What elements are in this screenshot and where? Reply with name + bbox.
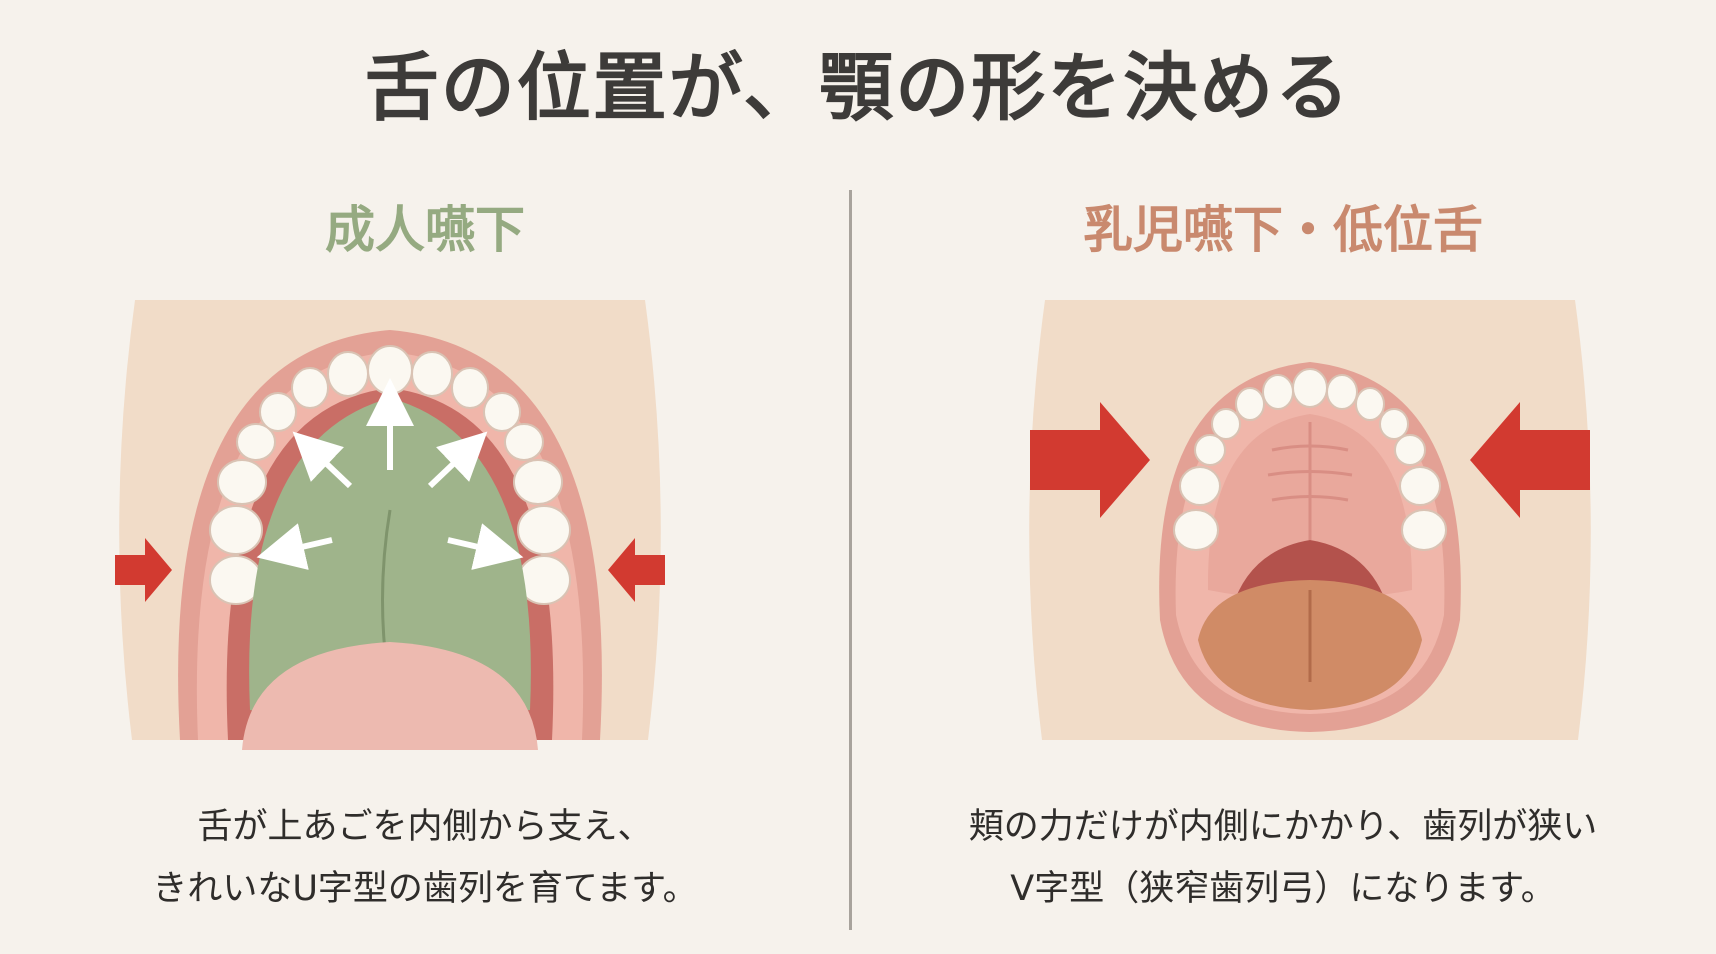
upper-teeth (1173, 368, 1447, 551)
mouth-v-shaped-arch-illustration (1029, 300, 1591, 740)
center-divider (849, 190, 852, 930)
adult-swallow-caption: 舌が上あごを内側から支え、 きれいなU字型の歯列を育てます。 (0, 796, 850, 920)
cheek-pressure-arrows (1030, 402, 1590, 518)
adult-swallow-heading: 成人嚥下 (325, 201, 525, 259)
mouth-u-shaped-arch-illustration (115, 300, 665, 750)
caption-line: きれいなU字型の歯列を育てます。 (152, 869, 698, 909)
infant-swallow-caption: 頬の力だけが内側にかかり、歯列が狭い V字型（狭窄歯列弓）になります。 (850, 796, 1716, 920)
upper-teeth (209, 345, 571, 605)
cheek-pressure-arrows (115, 538, 665, 602)
lower-lip (242, 642, 538, 750)
upward-push-arrows (256, 378, 524, 570)
palate-ridges (1267, 422, 1353, 540)
infant-swallow-heading: 乳児嚥下・低位舌 (1083, 201, 1483, 259)
caption-line: 舌が上あごを内側から支え、 (197, 807, 653, 847)
caption-line: 頬の力だけが内側にかかり、歯列が狭い (968, 807, 1598, 847)
page-title: 舌の位置が、顎の形を決める (364, 45, 1352, 131)
caption-line: V字型（狭窄歯列弓）になります。 (1010, 869, 1556, 909)
